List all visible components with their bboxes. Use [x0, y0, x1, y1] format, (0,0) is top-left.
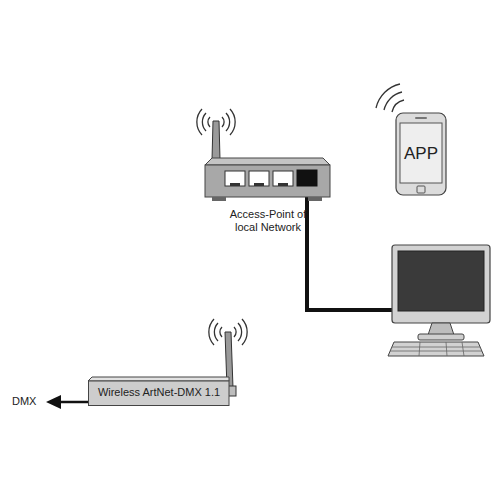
router-wifi-waves	[197, 109, 235, 135]
signal-name: DMX	[12, 395, 36, 407]
router-antenna	[212, 121, 220, 160]
node-label: APP	[395, 144, 447, 164]
dmx-interface-box: Wireless ArtNet-DMX 1.1	[88, 376, 230, 406]
computer	[388, 245, 490, 356]
phone-wifi-waves	[376, 84, 404, 112]
dmx-output-arrow	[46, 395, 88, 409]
node-label: Wireless ArtNet-DMX 1.1	[88, 386, 230, 399]
dmx-wifi-waves	[209, 319, 247, 345]
access-point-router: Access-Point of local Network	[200, 150, 335, 245]
smartphone: APP	[395, 112, 447, 196]
network-cable	[307, 197, 393, 310]
node-label: Access-Point of local Network	[228, 208, 308, 234]
